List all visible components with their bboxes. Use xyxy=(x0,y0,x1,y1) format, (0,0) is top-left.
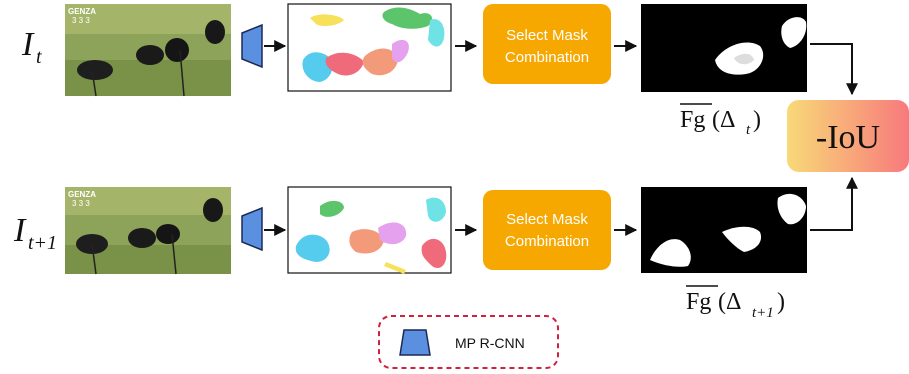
mprcnn-legend-icon xyxy=(399,329,431,356)
svg-text:(Δ: (Δ xyxy=(718,289,741,315)
select-mask-box-bottom: Select Mask Combination xyxy=(483,190,611,270)
mask-box-bottom xyxy=(287,186,452,274)
frame-label-bottom: I t+1 xyxy=(13,212,57,254)
video-frame-bottom: GENZA 3 3 3 xyxy=(65,187,231,275)
svg-text:t: t xyxy=(746,122,751,138)
fg-mask-bottom xyxy=(641,187,807,273)
fg-label-bottom: Fg (Δ t+1 ) xyxy=(686,285,785,321)
svg-text:t: t xyxy=(36,46,42,68)
legend-label: MP R-CNN xyxy=(455,335,525,351)
iou-box: -IoU xyxy=(787,100,909,172)
svg-text:Select Mask: Select Mask xyxy=(506,211,588,228)
counter-text-top: 3 3 3 xyxy=(72,16,90,25)
svg-text:): ) xyxy=(753,107,761,133)
fg-label-top: Fg (Δ t ) xyxy=(680,103,761,138)
svg-text:Select Mask: Select Mask xyxy=(506,27,588,44)
svg-text:Combination: Combination xyxy=(505,49,589,66)
brand-text-bottom: GENZA xyxy=(68,190,96,199)
arrow-bottom-to-iou xyxy=(810,176,858,231)
svg-text:Fg: Fg xyxy=(686,289,711,315)
svg-text:): ) xyxy=(777,289,785,315)
mprcnn-icon-top xyxy=(241,23,263,69)
svg-text:I: I xyxy=(13,212,27,249)
svg-text:-IoU: -IoU xyxy=(816,119,880,156)
frame-label-top: I t xyxy=(21,26,42,68)
arrow-top-to-iou xyxy=(810,43,858,96)
mask-box-top xyxy=(287,3,452,92)
svg-text:Combination: Combination xyxy=(505,233,589,250)
fg-mask-top xyxy=(641,4,807,92)
svg-text:t+1: t+1 xyxy=(752,305,774,321)
select-mask-box-top: Select Mask Combination xyxy=(483,4,611,84)
legend: MP R-CNN xyxy=(378,315,559,369)
brand-text-top: GENZA xyxy=(68,7,96,16)
video-frame-top: GENZA 3 3 3 xyxy=(65,4,231,97)
svg-text:t+1: t+1 xyxy=(28,232,57,254)
svg-text:I: I xyxy=(21,26,35,63)
svg-text:Fg: Fg xyxy=(680,107,705,133)
counter-text-bottom: 3 3 3 xyxy=(72,199,90,208)
svg-text:(Δ: (Δ xyxy=(712,107,735,133)
mprcnn-icon-bottom xyxy=(241,206,263,252)
